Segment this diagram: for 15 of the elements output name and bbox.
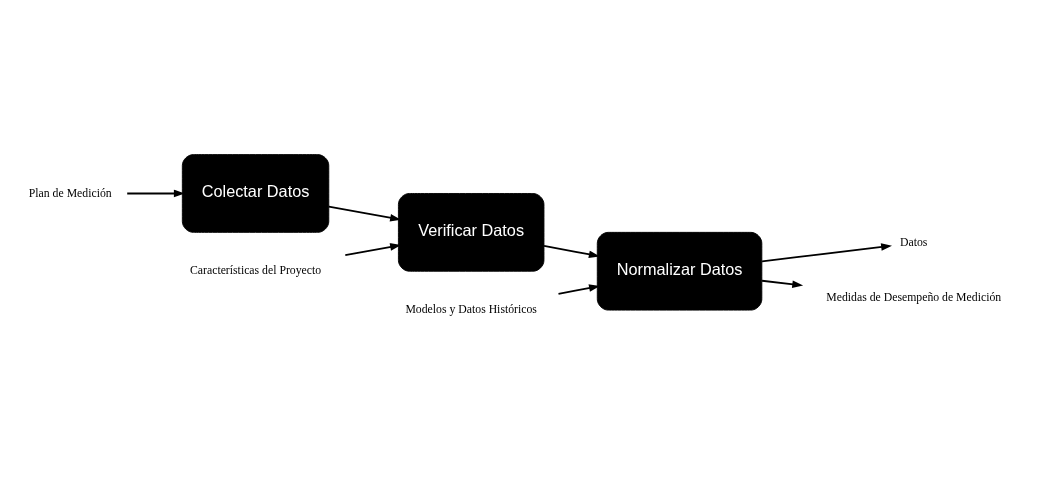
arrow: [327, 205, 402, 222]
arrow: [761, 279, 804, 289]
arrow: [761, 243, 892, 263]
node-box: Normalizar Datos: [596, 231, 763, 311]
node-text: Características del Proyecto: [189, 264, 322, 278]
node-text: Medidas de Desempeño de Medición: [826, 291, 1002, 305]
arrow: [126, 189, 185, 198]
node-text: Datos: [900, 236, 928, 250]
node-box: Verificar Datos: [397, 193, 545, 272]
node-text: Plan de Medición: [28, 186, 112, 200]
arrow: [344, 243, 402, 256]
arrow: [557, 284, 600, 295]
node-text: Modelos y Datos Históricos: [405, 303, 537, 317]
arrow: [543, 245, 600, 259]
node-box: Colectar Datos: [181, 154, 330, 233]
